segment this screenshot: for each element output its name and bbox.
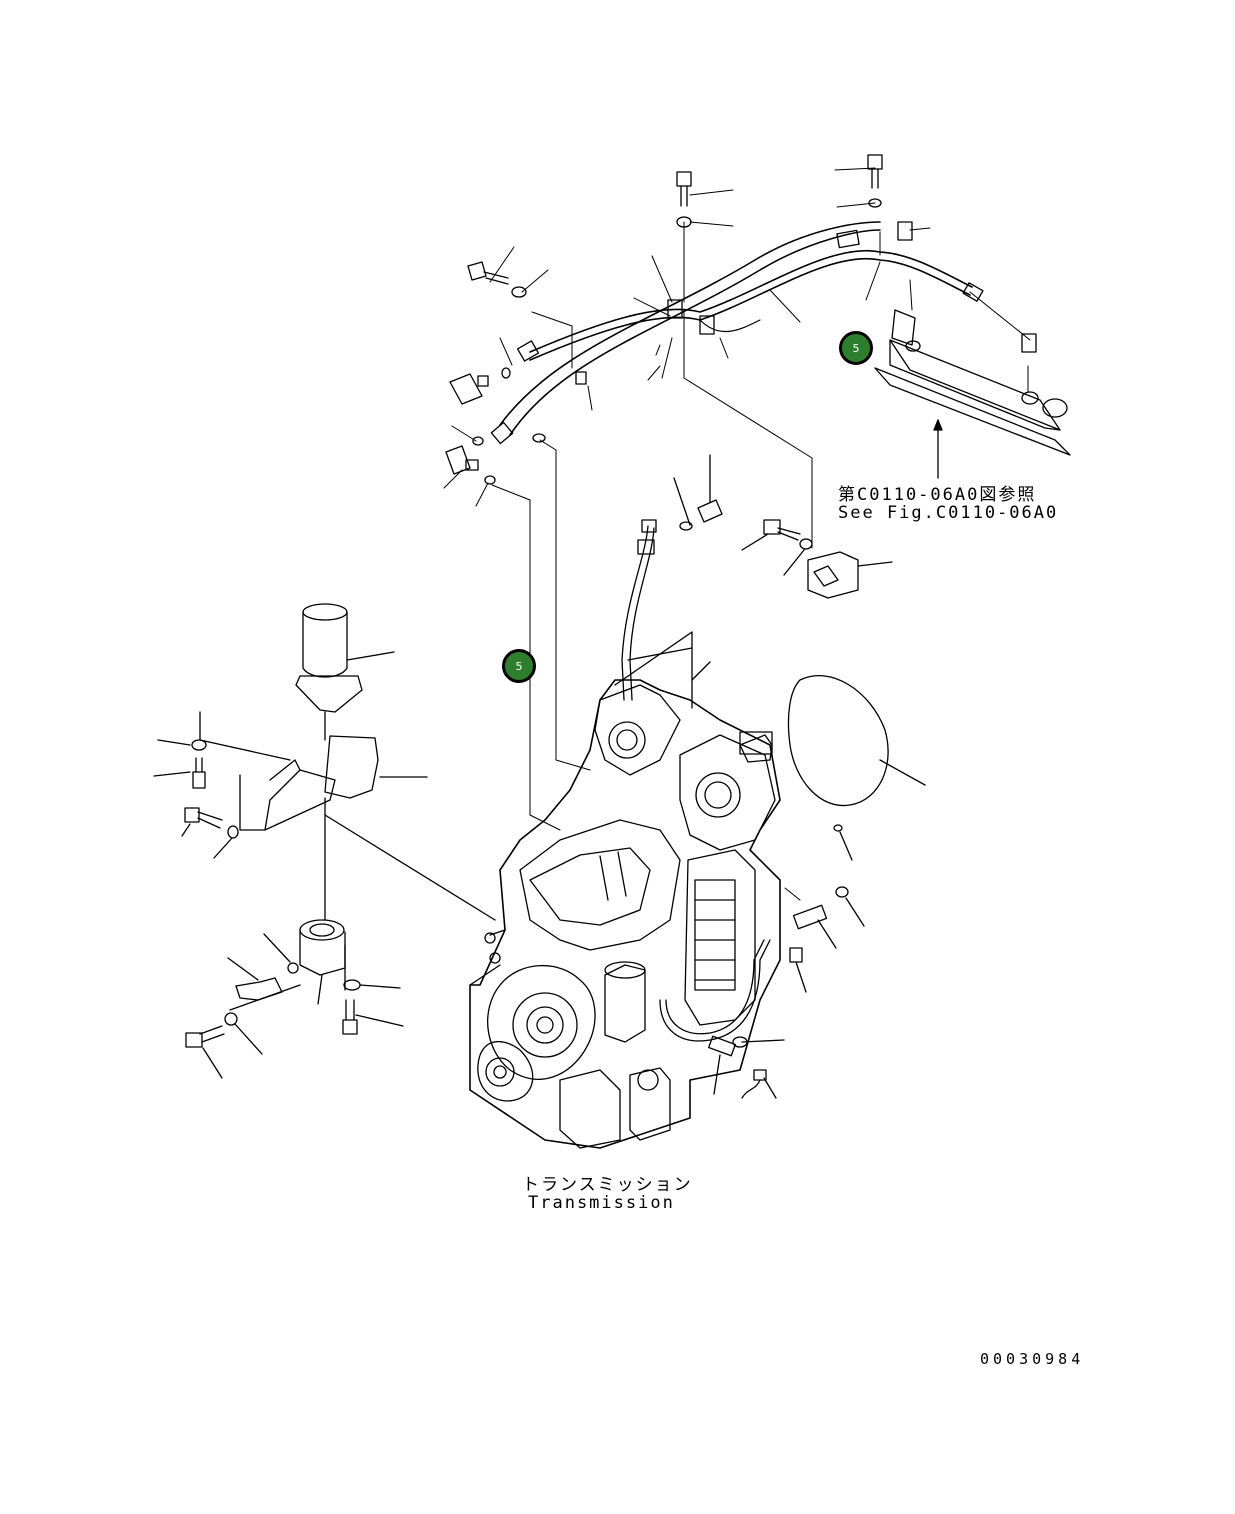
callout-5-top[interactable]: 5 [839, 331, 873, 365]
reference-arrow [933, 419, 943, 479]
drawing-number: 00030984 [980, 1350, 1085, 1368]
callout-5-left[interactable]: 5 [502, 649, 536, 683]
pump-assembly [153, 603, 496, 1079]
dipstick [614, 454, 723, 709]
hose-assembly [490, 221, 984, 445]
fittings-top [445, 154, 1037, 485]
gasket [787, 675, 926, 861]
assembly-label-jp: トランスミッション [522, 1175, 693, 1195]
oil-cooler [874, 309, 1071, 456]
reference-label-jp: 第C0110-06A0図参照 [838, 485, 1037, 505]
mounting-bracket [741, 519, 893, 599]
reference-label-en: See Fig.C0110-06A0 [838, 503, 1059, 523]
assembly-label-en: Transmission [528, 1193, 675, 1213]
leader-lines-top [443, 167, 1031, 549]
sensors-right [708, 886, 865, 1099]
oil-lines [491, 439, 591, 831]
leader-lines-transmission [784, 887, 801, 901]
transmission-housing [469, 679, 781, 1149]
